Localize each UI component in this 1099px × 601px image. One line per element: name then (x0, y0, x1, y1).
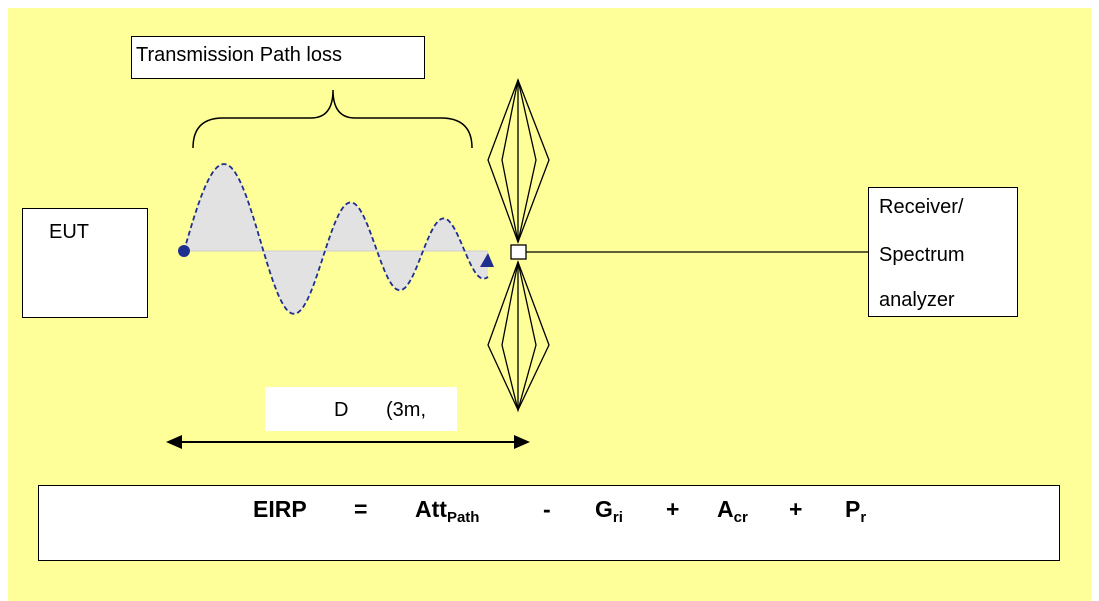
formula-plus-1: + (666, 496, 680, 522)
formula-equals: = (354, 496, 368, 522)
antenna-icon (487, 78, 550, 413)
distance-value: (3m, (386, 399, 426, 421)
formula-a-cr: Acr (717, 496, 748, 526)
distance-arrow (166, 435, 530, 449)
formula-plus-2: + (789, 496, 803, 522)
receiver-label-line-3: analyzer (879, 289, 955, 311)
formula-att-path: AttPath (415, 496, 480, 526)
formula-g-ri: Gri (595, 496, 623, 526)
wave-source-dot (178, 245, 190, 257)
formula-minus: - (543, 496, 551, 522)
distance-label-box: D (3m, (265, 387, 457, 431)
formula-p-r: Pr (845, 496, 867, 526)
path-loss-brace (192, 89, 473, 149)
path-loss-label-box: Transmission Path loss (131, 36, 425, 79)
distance-letter: D (334, 399, 349, 421)
eut-label: EUT (49, 221, 89, 243)
receiver-label-line-2: Spectrum (879, 244, 965, 266)
receiver-label-line-1: Receiver/ (879, 196, 964, 218)
transmitted-wave (183, 163, 489, 315)
receiver-box: Receiver/ Spectrum analyzer (868, 187, 1018, 317)
wave-arrow-head (480, 253, 494, 267)
path-loss-label: Transmission Path loss (136, 44, 342, 66)
formula-eirp: EIRP (253, 496, 307, 522)
eut-box: EUT (22, 208, 148, 318)
eirp-formula-box: EIRP = AttPath - Gri + Acr + Pr (38, 485, 1060, 561)
